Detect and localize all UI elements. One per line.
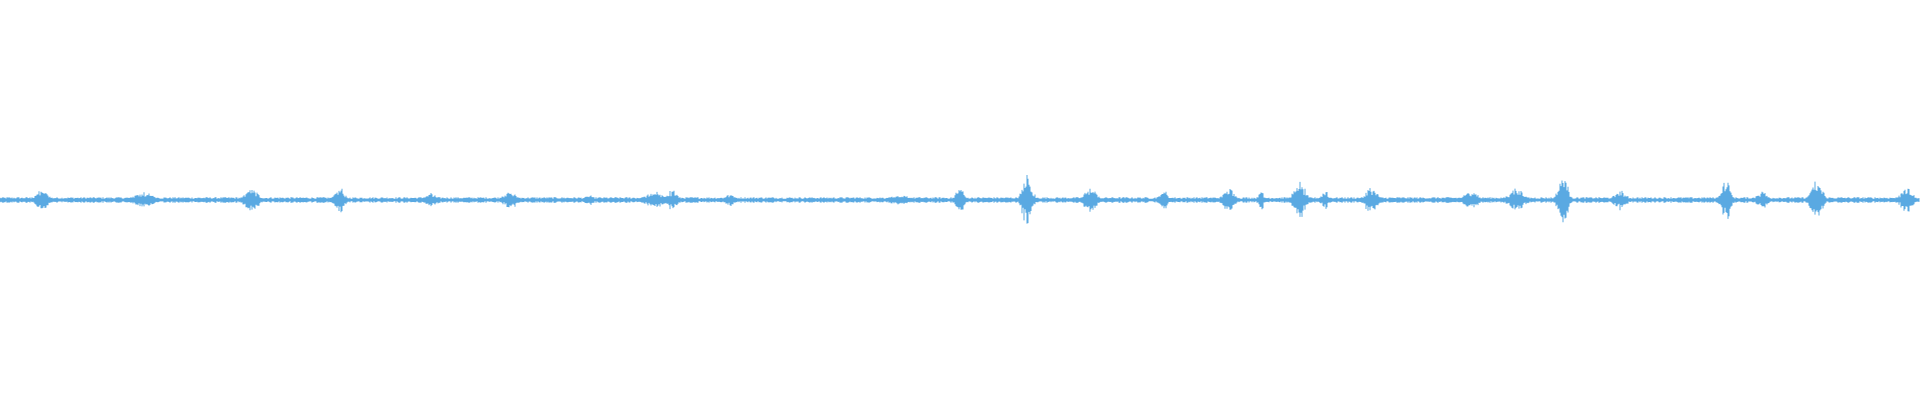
waveform-burst-2 — [128, 192, 159, 207]
waveform-burst-17 — [1256, 192, 1266, 210]
waveform-bursts — [28, 175, 1917, 224]
waveform-burst-9 — [663, 190, 681, 210]
waveform-burst-22 — [1500, 188, 1532, 210]
waveform-burst-23 — [1551, 180, 1573, 223]
waveform-burst-10 — [722, 195, 738, 206]
waveform-burst-3 — [239, 190, 265, 211]
waveform-burst-21 — [1458, 193, 1485, 208]
waveform-burst-26 — [1753, 191, 1774, 208]
waveform-burst-13 — [1016, 175, 1039, 224]
waveform-burst-15 — [1154, 191, 1172, 209]
waveform-burst-20 — [1359, 188, 1382, 211]
waveform-burst-19 — [1318, 192, 1332, 209]
waveform-burst-7 — [583, 195, 595, 205]
waveform-burst-24 — [1610, 190, 1630, 211]
waveform-burst-5 — [417, 193, 441, 207]
waveform-burst-18 — [1288, 181, 1312, 217]
waveform-burst-16 — [1217, 189, 1240, 210]
waveform-burst-11 — [882, 195, 915, 205]
waveform-burst-4 — [331, 188, 350, 213]
waveform-burst-25 — [1715, 182, 1736, 219]
waveform-burst-27 — [1803, 181, 1830, 216]
waveform-burst-12 — [951, 190, 970, 210]
waveform-burst-6 — [498, 192, 524, 208]
waveform-burst-14 — [1078, 188, 1103, 212]
waveform-burst-1 — [28, 191, 54, 209]
waveform-burst-28 — [1894, 188, 1917, 212]
